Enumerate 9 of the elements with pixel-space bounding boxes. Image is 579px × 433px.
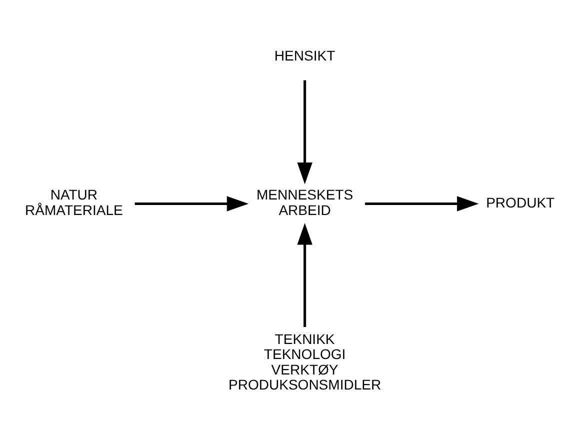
node-text: HENSIKT <box>274 48 336 64</box>
node-text: PRODUKT <box>486 194 555 210</box>
arrow <box>297 80 312 184</box>
arrow <box>297 222 312 328</box>
node-text: TEKNIKK TEKNOLOGI VERKTØY PRODUKSONSMIDLER <box>228 330 382 393</box>
arrow <box>134 196 249 212</box>
node-text: MENNESKETS ARBEID <box>256 186 354 218</box>
arrow <box>365 196 479 212</box>
node-text: NATUR RÅMATERIALE <box>25 186 123 218</box>
